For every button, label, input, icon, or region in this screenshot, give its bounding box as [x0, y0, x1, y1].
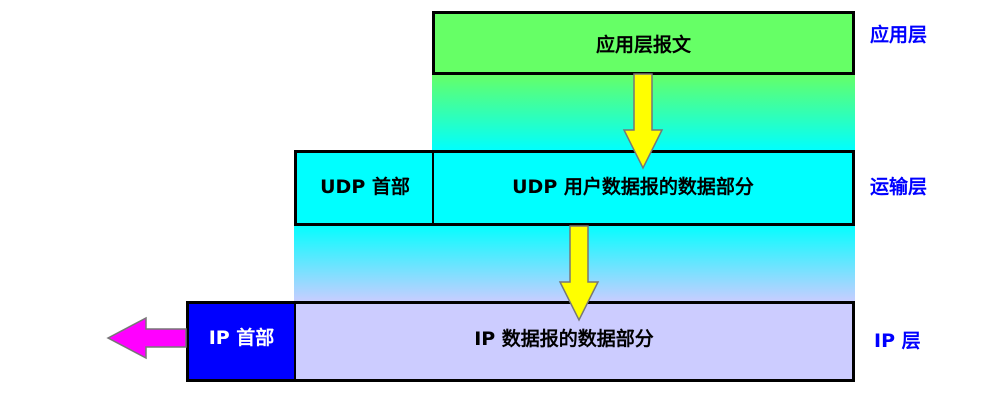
ip-header-box: IP 首部: [186, 301, 296, 382]
ip-header-label: IP 首部: [208, 327, 275, 349]
arrow-left-icon: [106, 316, 187, 360]
arrow-down-icon: [558, 225, 600, 322]
arrow-down-icon: [622, 73, 664, 170]
layer-label-application: 应用层: [870, 24, 928, 46]
udp-header-label: UDP 首部: [320, 175, 410, 198]
ip-data-label: IP 数据报的数据部分: [474, 328, 654, 350]
ip-data-box: IP 数据报的数据部分: [294, 301, 855, 382]
application-message-box: 应用层报文: [432, 11, 855, 75]
udp-data-box: UDP 用户数据报的数据部分: [432, 150, 855, 226]
udp-data-label: UDP 用户数据报的数据部分: [512, 175, 754, 198]
udp-header-box: UDP 首部: [294, 150, 435, 226]
layer-label-ip: IP 层: [874, 330, 921, 352]
layer-label-transport: 运输层: [870, 176, 928, 198]
application-message-label: 应用层报文: [595, 33, 691, 56]
